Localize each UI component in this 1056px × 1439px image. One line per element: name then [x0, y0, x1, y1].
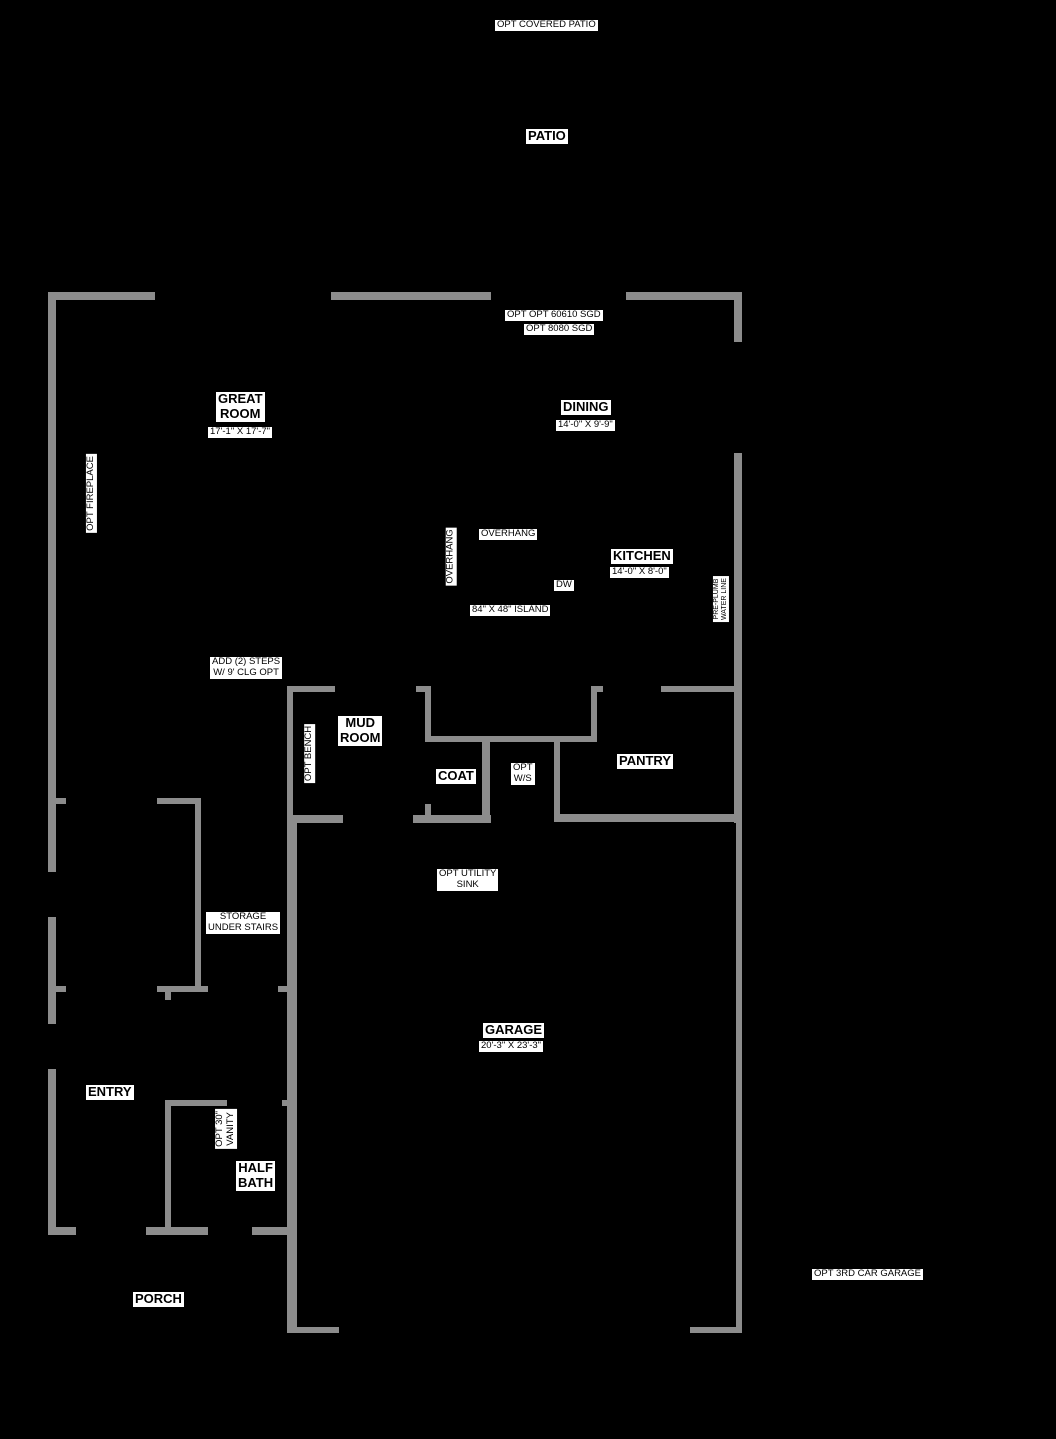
wall-stair-nub — [165, 986, 171, 1000]
fireplace-note: OPT FIREPLACE — [84, 454, 97, 533]
wall-kitchen-left — [425, 686, 431, 742]
wall-coat-door-stub — [425, 804, 431, 818]
wall-pantry-bottom — [554, 814, 742, 822]
dining-dimensions: 14'-0" X 9'-9" — [556, 419, 615, 431]
wall-entry-bottom-left — [48, 1227, 76, 1235]
bench-note: OPT BENCH — [303, 723, 316, 784]
water-line-line1: PRE-PLUMB — [712, 578, 720, 620]
wall-top-right — [626, 292, 742, 300]
wall-left-mid-stub — [48, 986, 66, 992]
wall-left-mid — [48, 917, 56, 1024]
porch-label: PORCH — [133, 1291, 184, 1307]
ws-line1: OPT — [513, 762, 533, 773]
wall-mud-bottom-right — [413, 815, 491, 823]
wall-bath-left — [165, 1100, 171, 1230]
wall-left-stub — [48, 798, 66, 804]
wall-coat-right — [482, 736, 490, 822]
half-bath-label: HALF BATH — [236, 1160, 276, 1191]
wall-kitchen-right — [591, 686, 597, 742]
utility-line2: SINK — [456, 878, 479, 890]
great-room-line1: GREAT — [218, 391, 263, 406]
dining-label: DINING — [561, 399, 611, 415]
great-room-dimensions: 17'-1" X 17'-7" — [208, 426, 273, 438]
kitchen-dimensions: 14'-0" X 8'-0" — [610, 566, 669, 578]
wall-top-middle — [331, 292, 491, 300]
storage-line2: UNDER STAIRS — [208, 921, 279, 933]
wall-garage-bottom-left — [287, 1327, 339, 1333]
steps-note: ADD (2) STEPS W/ 9' CLG OPT — [210, 656, 283, 679]
wall-pantry-top — [661, 686, 742, 692]
mud-room-line1: MUD — [345, 715, 376, 730]
washer-sink-note: OPT W/S — [511, 762, 535, 785]
water-line-note: PRE-PLUMB WATER LINE — [712, 576, 730, 623]
mud-room-line2: ROOM — [340, 729, 381, 745]
utility-sink-note: OPT UTILITY SINK — [437, 868, 499, 891]
half-bath-line2: BATH — [238, 1174, 274, 1190]
wall-laundry-right — [554, 736, 560, 822]
wall-stair-top — [157, 798, 201, 804]
third-car-garage-note: OPT 3RD CAR GARAGE — [812, 1268, 923, 1280]
utility-line1: OPT UTILITY — [439, 868, 497, 879]
wall-entry-bottom-mid — [146, 1227, 208, 1235]
kitchen-label: KITCHEN — [611, 548, 673, 564]
wall-left-upper — [48, 292, 56, 872]
sgd-note-line1: OPT OPT 60610 SGD — [505, 309, 603, 321]
storage-line1: STORAGE — [219, 911, 267, 922]
ws-line2: W/S — [513, 772, 532, 784]
half-bath-line1: HALF — [238, 1160, 273, 1175]
wall-right-upper — [734, 292, 742, 342]
overhang-vertical-note: OVERHANG — [444, 527, 457, 586]
wall-left-lower — [48, 1069, 56, 1235]
wall-kitchen-stub-left — [416, 686, 430, 692]
wall-stair-bottom — [157, 986, 208, 992]
overhang-horizontal-note: OVERHANG — [479, 528, 538, 540]
wall-garage-right — [736, 815, 742, 1333]
wall-right-middle — [734, 453, 742, 823]
island-note: 84" X 48" ISLAND — [470, 604, 551, 616]
storage-note: STORAGE UNDER STAIRS — [206, 911, 281, 934]
dishwasher-note: DW — [554, 579, 574, 591]
garage-label: GARAGE — [483, 1022, 545, 1038]
vanity-line2: VANITY — [224, 1112, 236, 1146]
vanity-note: OPT 30" VANITY — [214, 1108, 237, 1149]
steps-line1: ADD (2) STEPS — [212, 656, 281, 667]
wall-kitchen-bottom — [425, 736, 597, 742]
wall-mud-left — [287, 686, 293, 824]
wall-garage-left — [287, 815, 297, 1333]
wall-mud-bottom-left — [287, 815, 343, 823]
wall-bath-top — [165, 1100, 227, 1106]
great-room-label: GREAT ROOM — [216, 391, 265, 422]
water-line-line2: WATER LINE — [721, 578, 729, 621]
covered-patio-note: OPT COVERED PATIO — [495, 19, 598, 31]
wall-kitchen-stub-right — [591, 686, 603, 692]
entry-label: ENTRY — [86, 1084, 134, 1100]
sgd-note-line2: OPT 8080 SGD — [524, 323, 595, 335]
wall-stair-right — [195, 798, 201, 992]
pantry-label: PANTRY — [617, 753, 673, 769]
great-room-line2: ROOM — [220, 405, 261, 421]
wall-top-left — [48, 292, 155, 300]
mud-room-label: MUD ROOM — [338, 715, 383, 746]
coat-label: COAT — [436, 768, 476, 784]
steps-line2: W/ 9' CLG OPT — [213, 666, 279, 678]
patio-label: PATIO — [526, 128, 568, 144]
wall-mud-top — [287, 686, 335, 692]
wall-entry-bottom-right — [252, 1227, 296, 1235]
garage-dimensions: 20'-3" X 23'-3" — [479, 1040, 544, 1052]
wall-storage-stub — [278, 986, 292, 992]
wall-garage-bottom-right — [690, 1327, 742, 1333]
